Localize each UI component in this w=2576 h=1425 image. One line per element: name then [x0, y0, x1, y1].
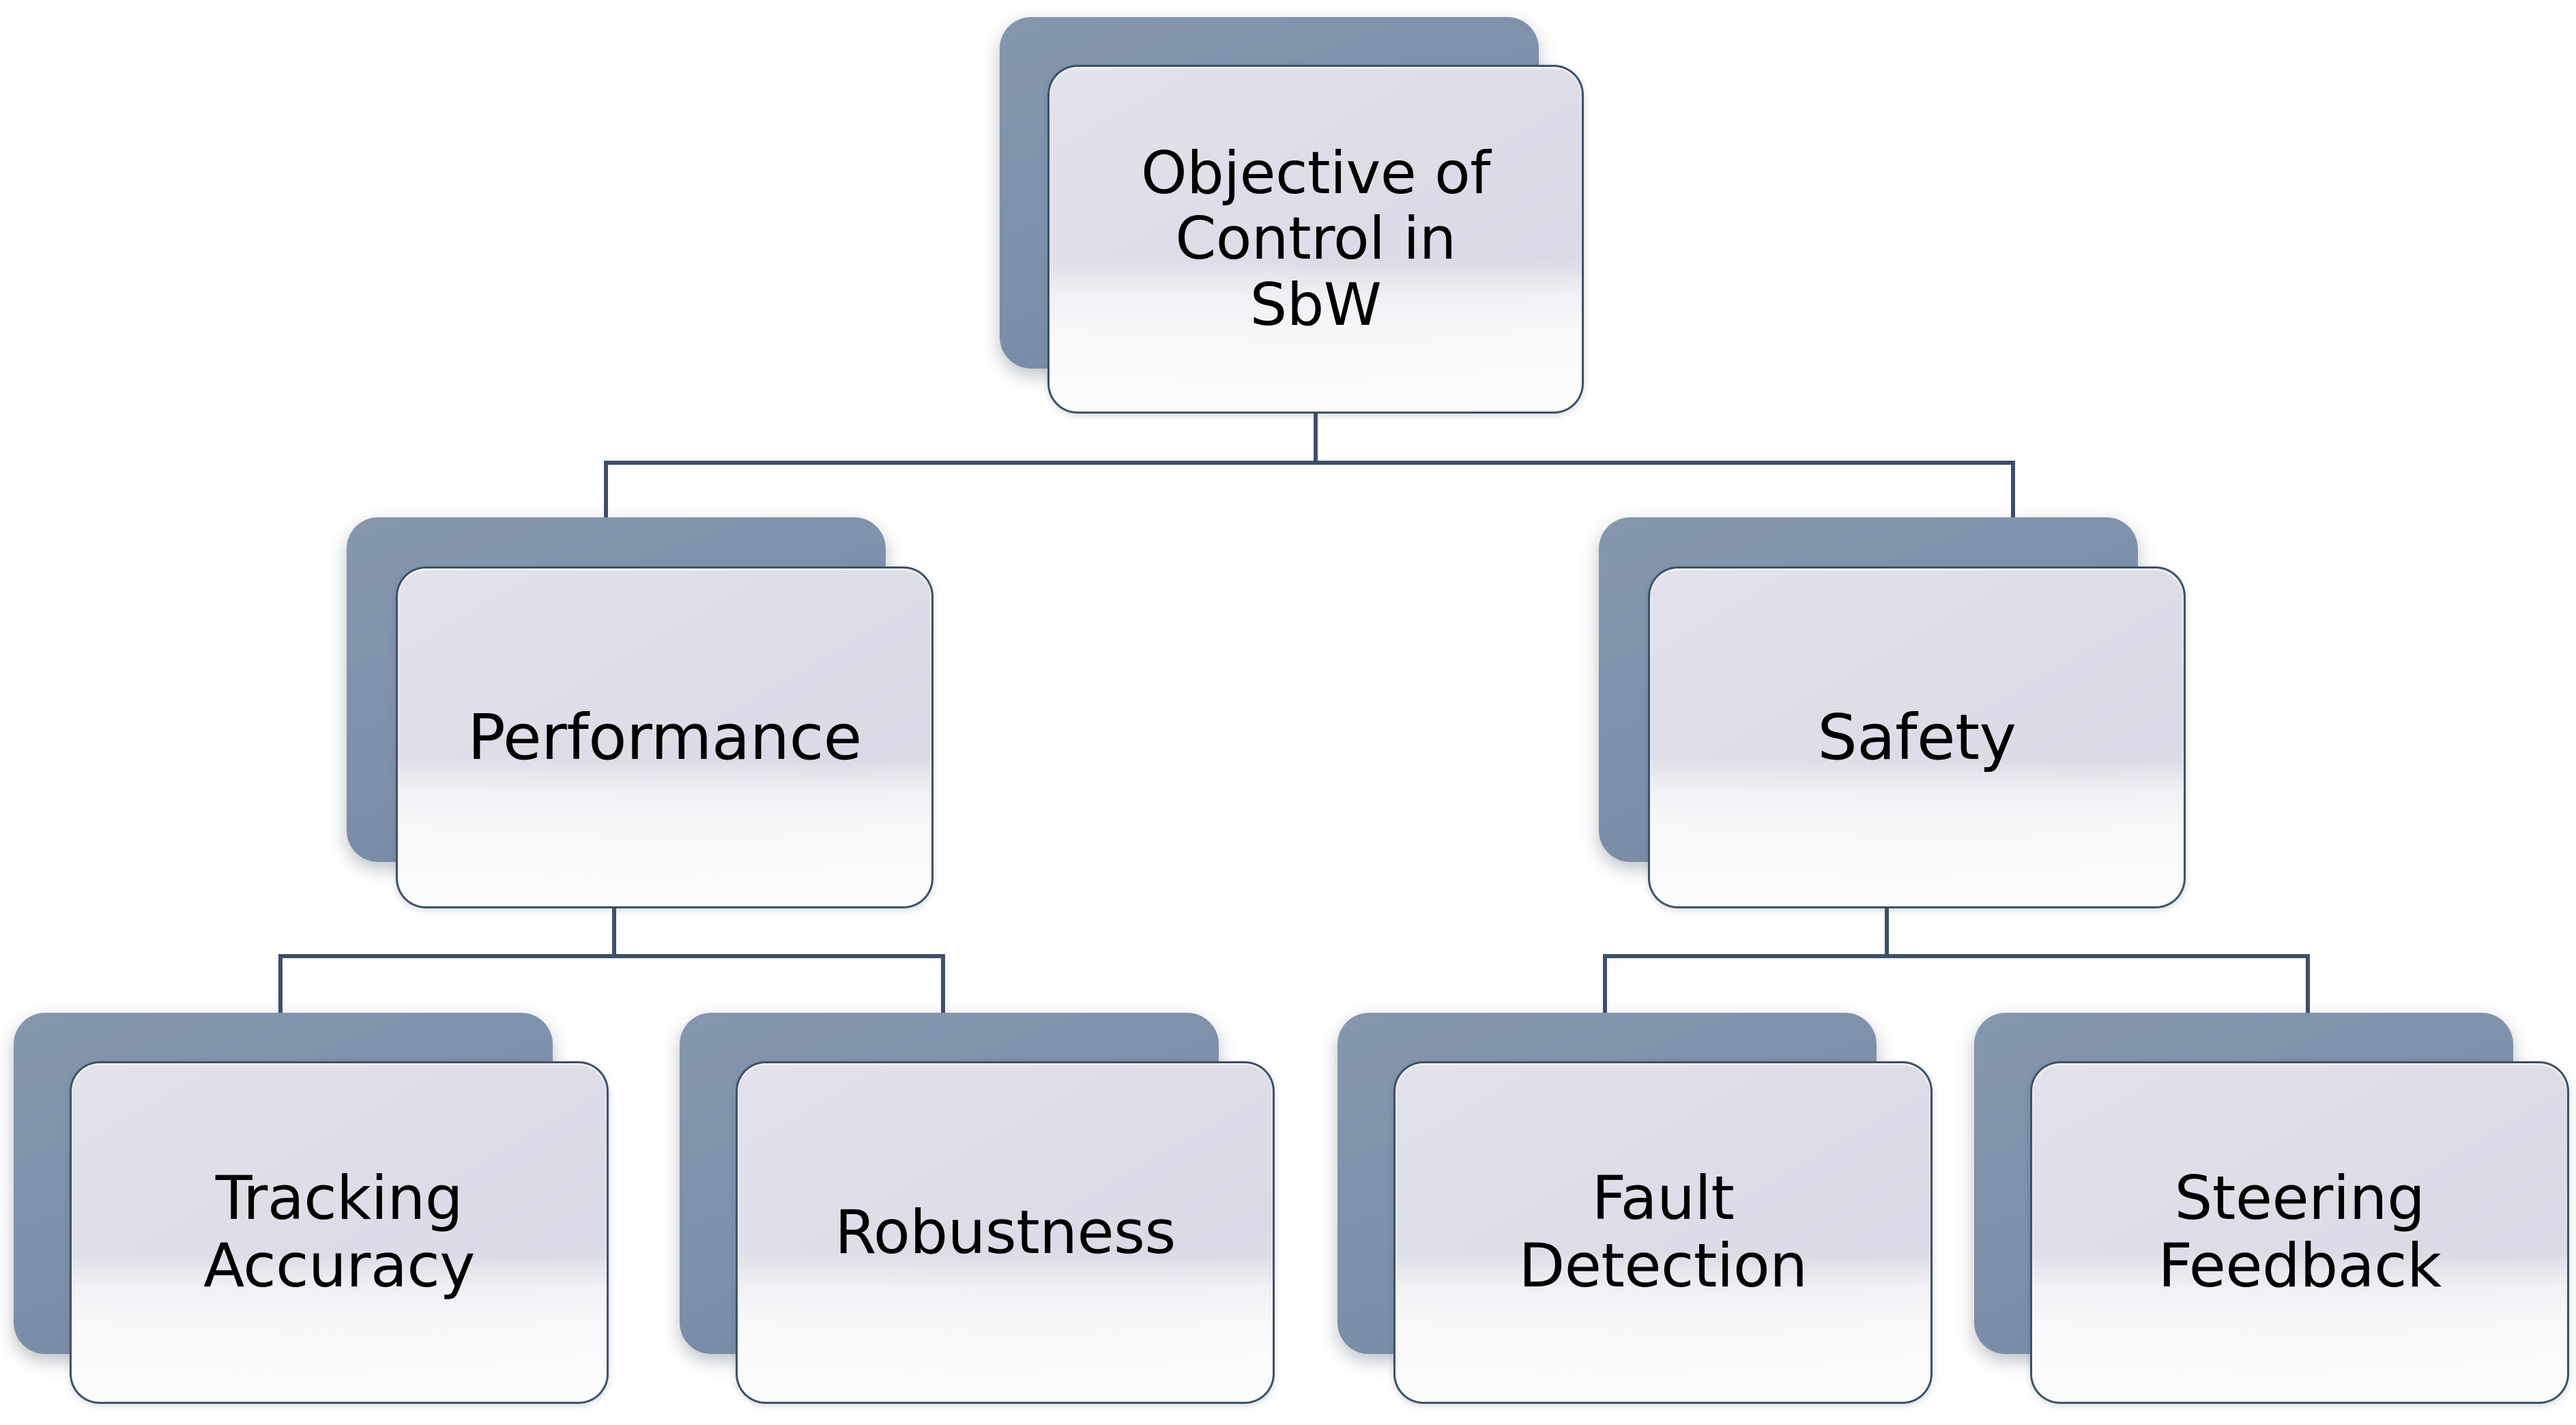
node-tracking-accuracy-plate: Tracking Accuracy	[70, 1061, 609, 1404]
node-tracking-accuracy-label: Tracking Accuracy	[203, 1163, 475, 1301]
connector-performance-to-tracking-accuracy	[278, 954, 283, 1065]
node-root[interactable]: Objective of Control in SbW	[1000, 17, 1584, 414]
node-fault-detection-plate: Fault Detection	[1393, 1061, 1933, 1404]
node-tracking-accuracy[interactable]: Tracking Accuracy	[14, 1013, 609, 1404]
connector-performance-to-robustness	[941, 954, 945, 1065]
node-robustness-label: Robustness	[835, 1196, 1176, 1267]
node-robustness-plate: Robustness	[736, 1061, 1275, 1404]
node-safety-label: Safety	[1817, 700, 2016, 774]
connector-safety-bar	[1603, 954, 2310, 958]
node-robustness[interactable]: Robustness	[680, 1013, 1275, 1404]
node-safety[interactable]: Safety	[1599, 517, 2186, 908]
node-steering-feedback-plate: Steering Feedback	[2030, 1061, 2569, 1404]
node-fault-detection-label: Fault Detection	[1518, 1163, 1808, 1301]
connector-safety-to-fault-detection	[1603, 954, 1607, 1065]
node-steering-feedback-label: Steering Feedback	[2158, 1163, 2442, 1301]
node-performance-label: Performance	[467, 700, 862, 774]
connector-root-stem	[1314, 413, 1318, 465]
node-root-label: Objective of Control in SbW	[1140, 139, 1491, 339]
connector-root-to-safety	[2011, 461, 2015, 570]
node-performance[interactable]: Performance	[347, 517, 934, 908]
node-root-plate: Objective of Control in SbW	[1047, 65, 1584, 414]
connector-root-to-performance	[604, 461, 608, 570]
node-performance-plate: Performance	[396, 566, 934, 908]
node-fault-detection[interactable]: Fault Detection	[1337, 1013, 1933, 1404]
connector-safety-to-steering-feedback	[2306, 954, 2310, 1065]
connector-root-bar	[604, 461, 2015, 465]
connector-safety-stem	[1885, 908, 1889, 958]
connector-performance-bar	[278, 954, 945, 958]
node-safety-plate: Safety	[1648, 566, 2186, 908]
node-steering-feedback[interactable]: Steering Feedback	[1974, 1013, 2569, 1404]
connector-performance-stem	[612, 908, 616, 958]
